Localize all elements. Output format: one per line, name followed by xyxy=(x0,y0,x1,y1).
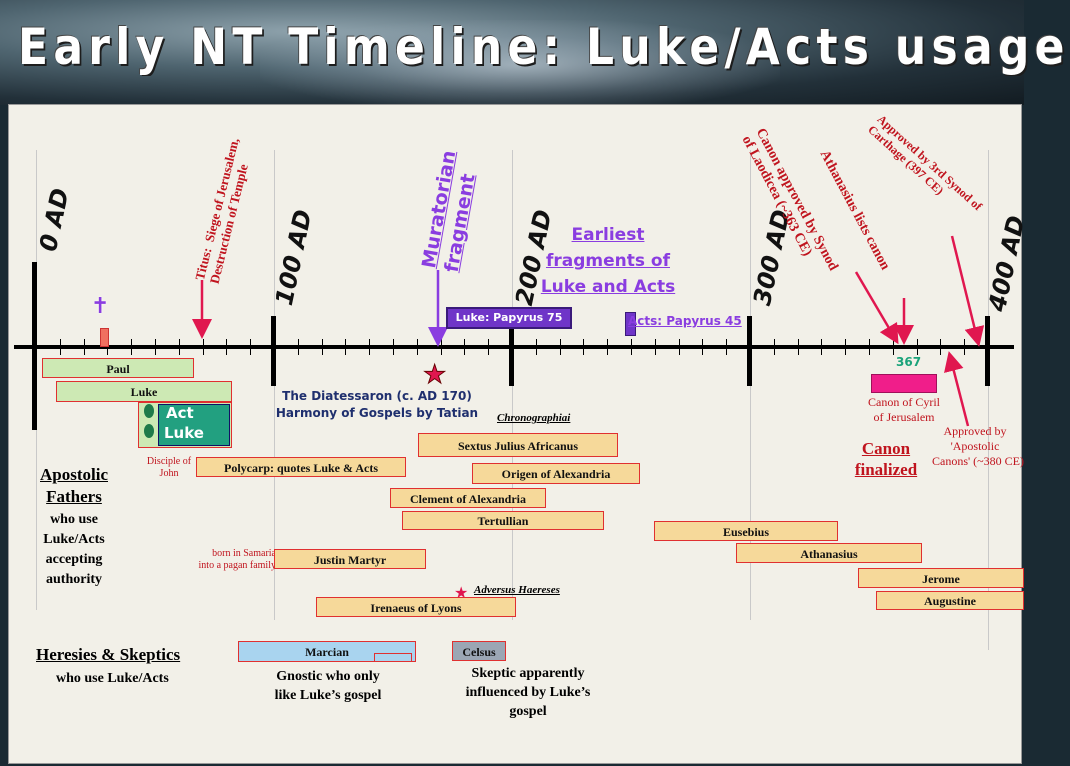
bar-eusebius: Eusebius xyxy=(654,521,838,541)
bar-origen: Origen of Alexandria xyxy=(472,463,640,484)
axis-tick xyxy=(83,339,85,355)
samaria-note: born in Samaria into a pagan family xyxy=(198,548,276,571)
major-tick-0 xyxy=(32,262,37,430)
cyril-bar xyxy=(871,374,937,393)
axis-tick xyxy=(583,339,585,355)
bar-polycarp: Polycarp: quotes Luke & Acts xyxy=(196,457,406,477)
axis-tick xyxy=(869,339,870,355)
axis-tick xyxy=(155,339,156,355)
axis-tick xyxy=(464,339,466,355)
arrow-carthage xyxy=(950,235,985,347)
bar-celsus: Celsus xyxy=(452,641,506,661)
axis-tick xyxy=(321,339,323,355)
papyrus-45-marker xyxy=(625,312,636,336)
axis-tick xyxy=(678,339,680,355)
axis-tick xyxy=(59,339,61,355)
disciple-note: Disciple of John xyxy=(146,456,192,479)
axis-tick xyxy=(297,339,299,355)
axis-tick xyxy=(773,339,775,355)
cross-icon: ✝ xyxy=(91,294,110,319)
axis-tick xyxy=(131,339,133,355)
axis-tick xyxy=(440,339,442,355)
apostolic-fathers-sub: who use Luke/Acts accepting authority xyxy=(43,512,105,587)
axis-tick xyxy=(654,339,656,355)
major-tick-400 xyxy=(985,316,990,386)
apostolic-fathers-heading: Apostolic Fathers xyxy=(40,465,108,506)
cyril-label: Canon of Cyril of Jerusalem xyxy=(868,395,940,424)
bar-athanasius: Athanasius xyxy=(736,543,922,563)
bar-augustine: Augustine xyxy=(876,591,1024,610)
act-luke-inner xyxy=(158,404,230,446)
axis-tick xyxy=(488,339,490,355)
arrow-laodicea xyxy=(854,271,899,345)
axis-tick xyxy=(726,339,728,355)
bar-clement: Clement of Alexandria xyxy=(390,488,546,508)
arrow-layer xyxy=(192,235,985,427)
axis-tick xyxy=(345,339,347,355)
canon-finalized-label: Canon finalized xyxy=(854,439,918,479)
skeptic-note: Skeptic apparently influenced by Luke’s … xyxy=(465,666,591,719)
luke-inner-label: Luke xyxy=(164,424,204,442)
bar-sextus: Sextus Julius Africanus xyxy=(418,433,618,457)
axis-tick xyxy=(369,339,371,355)
axis-tick xyxy=(416,339,418,355)
heresies-heading: Heresies & Skeptics xyxy=(36,645,181,664)
axis-tick xyxy=(607,339,609,355)
act-label: Act xyxy=(166,404,194,422)
timeline-axis xyxy=(14,345,1014,349)
bar-luke: Luke xyxy=(56,381,232,402)
axis-tick xyxy=(797,339,799,355)
axis-tick xyxy=(559,339,561,355)
star-icon: ★ xyxy=(422,360,447,390)
marcian-inner-box xyxy=(374,653,412,662)
year-367-label: 367 xyxy=(896,355,922,369)
gnostic-note: Gnostic who only like Luke’s gospel xyxy=(274,669,382,703)
adversus-label: Adversus Haereses xyxy=(474,584,560,596)
axis-tick xyxy=(821,339,823,355)
axis-tick xyxy=(892,339,894,355)
axis-tick xyxy=(393,339,394,355)
axis-tick xyxy=(964,339,966,355)
gridline xyxy=(988,150,989,650)
chronographiai-label: Chronographiai xyxy=(497,412,571,424)
bar-paul: Paul xyxy=(42,358,194,378)
axis-tick xyxy=(702,339,704,355)
major-tick-200 xyxy=(509,316,514,386)
axis-tick xyxy=(202,339,204,355)
axis-tick xyxy=(940,339,942,355)
axis-tick xyxy=(178,339,180,355)
axis-tick xyxy=(226,339,228,355)
bar-marcian: Marcian xyxy=(238,641,416,662)
bar-irenaeus: Irenaeus of Lyons xyxy=(316,597,516,617)
arrow-apostolic-canons xyxy=(944,351,970,427)
axis-tick xyxy=(631,339,632,355)
bar-jerome: Jerome xyxy=(858,568,1024,588)
star-icon: ★ xyxy=(454,583,469,602)
header-banner: Early NT Timeline: Luke/Acts usage xyxy=(0,0,1065,110)
crucifixion-marker xyxy=(100,328,109,347)
major-tick-100 xyxy=(271,316,276,386)
axis-tick xyxy=(916,339,918,355)
earliest-fragments-label: Earliest fragments of Luke and Acts xyxy=(540,225,676,297)
diatessaron-label: The Diatessaron (c. AD 170) Harmony of G… xyxy=(275,389,479,420)
dot-icon xyxy=(144,424,154,438)
axis-tick xyxy=(107,339,109,355)
axis-tick xyxy=(250,339,252,355)
dot-icon xyxy=(144,404,154,418)
header-glow xyxy=(260,20,780,110)
axis-tick xyxy=(845,339,847,355)
bar-tertullian: Tertullian xyxy=(402,511,604,530)
page-title: Early NT Timeline: Luke/Acts usage xyxy=(18,18,1070,76)
papyrus-45-label: Acts: Papyrus 45 xyxy=(628,314,742,328)
heresies-sub: who use Luke/Acts xyxy=(56,671,169,686)
bar-justin: Justin Martyr xyxy=(274,549,426,569)
papyrus-75-box: Luke: Papyrus 75 xyxy=(446,307,572,329)
axis-tick xyxy=(535,339,537,355)
major-tick-300 xyxy=(747,316,752,386)
apostolic-canons-label: Approved by 'Apostolic Canons' (~380 CE) xyxy=(932,424,1024,468)
